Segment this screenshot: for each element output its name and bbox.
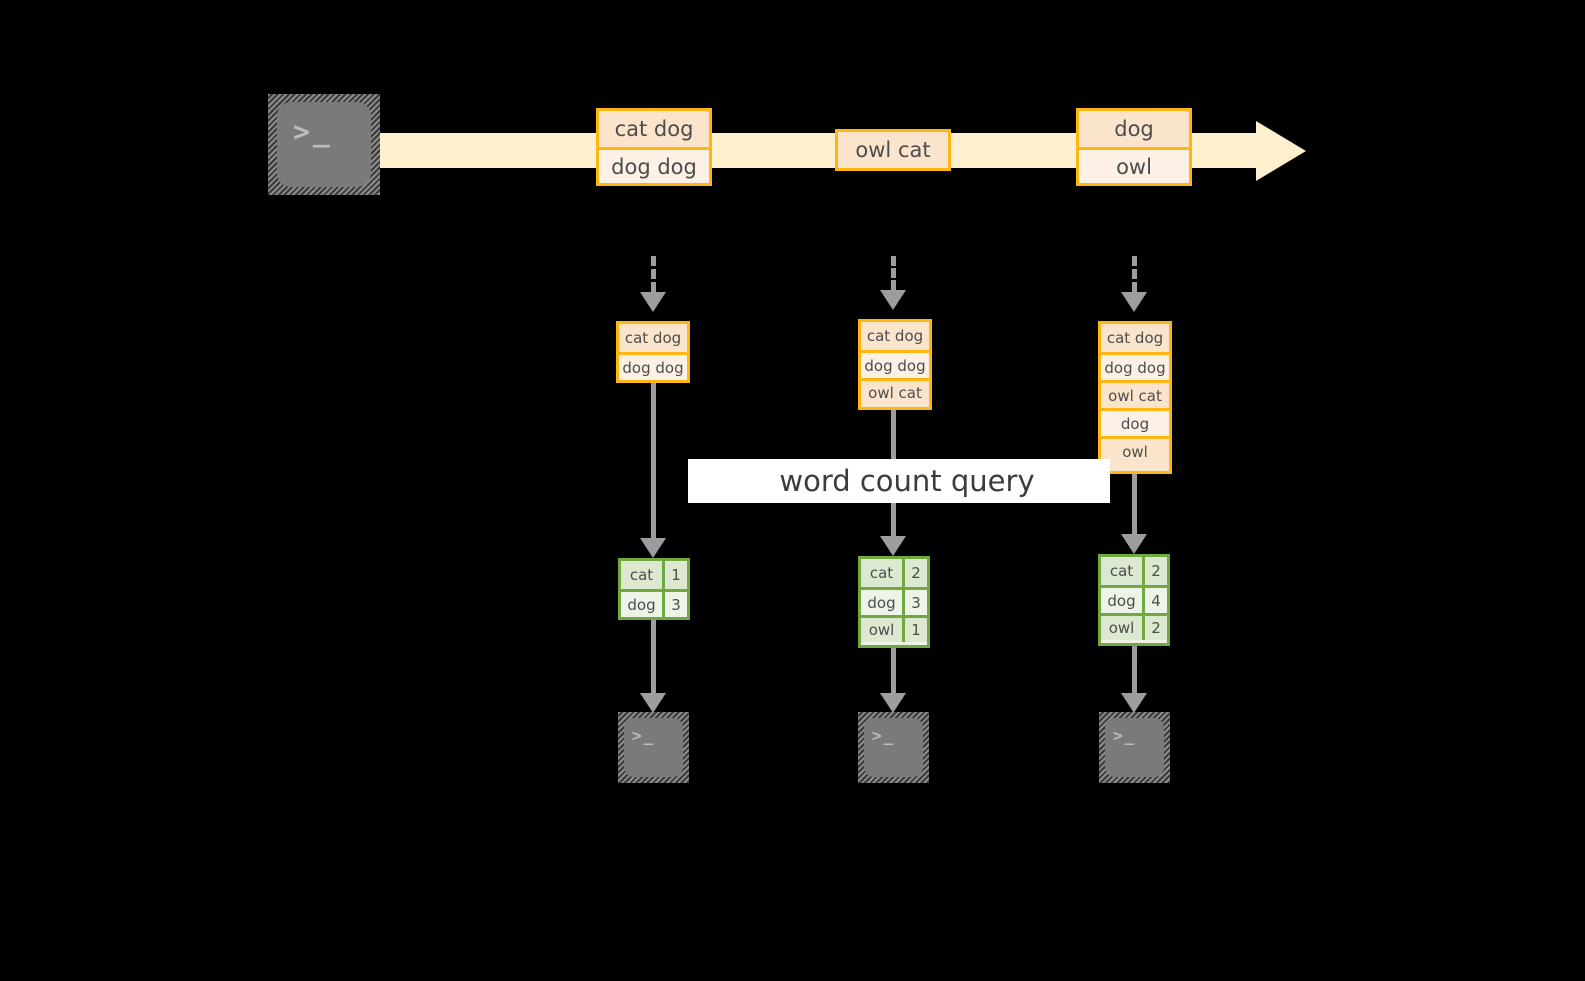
source-terminal[interactable]: >_ <box>268 94 380 195</box>
word-count-query-label: word count query <box>779 464 1035 498</box>
snapshot-line: cat dog <box>861 322 929 350</box>
query-arrowhead-2 <box>880 536 906 556</box>
result-count: 2 <box>905 559 927 587</box>
snapshot-line: dog dog <box>861 350 929 378</box>
snapshot-dashed-connector-2 <box>891 256 896 290</box>
stream-arrowhead <box>1256 121 1306 181</box>
snapshot-line: dog dog <box>619 352 687 380</box>
terminal-prompt-icon: >_ <box>293 115 333 148</box>
result-count: 1 <box>665 561 687 589</box>
snapshot-line: dog <box>1101 408 1169 436</box>
result-row: cat 2 <box>1101 557 1167 585</box>
snapshot-dashed-connector-1 <box>651 256 656 292</box>
result-count: 2 <box>1145 616 1167 640</box>
stream-record-1[interactable]: cat dog dog dog <box>596 108 712 186</box>
snapshot-line: cat dog <box>1101 324 1169 352</box>
stream-record-2[interactable]: owl cat <box>835 129 951 171</box>
snapshot-line: cat dog <box>619 324 687 352</box>
terminal-prompt-icon: >_ <box>1113 726 1137 745</box>
query-arrowhead-1 <box>640 538 666 558</box>
result-word: owl <box>861 618 905 642</box>
sink-terminal-3[interactable]: >_ <box>1099 712 1170 783</box>
stream-record-line: cat dog <box>599 111 709 147</box>
result-row: dog 4 <box>1101 585 1167 613</box>
result-word: dog <box>621 592 665 617</box>
snapshot-box-1[interactable]: cat dog dog dog <box>616 321 690 383</box>
word-count-query-banner: word count query <box>688 459 1110 503</box>
result-word: cat <box>621 561 665 589</box>
snapshot-line: owl cat <box>861 378 929 404</box>
terminal-face <box>1105 718 1164 777</box>
result-row: dog 3 <box>861 587 927 615</box>
stream-record-line: dog dog <box>599 147 709 183</box>
terminal-prompt-icon: >_ <box>872 726 896 745</box>
result-count: 2 <box>1145 557 1167 585</box>
sink-arrowhead-2 <box>880 693 906 713</box>
terminal-prompt-icon: >_ <box>632 726 656 745</box>
terminal-face <box>624 718 683 777</box>
result-count: 3 <box>665 592 687 617</box>
sink-arrowhead-3 <box>1121 693 1147 713</box>
result-word: owl <box>1101 616 1145 640</box>
sink-connector-1 <box>651 620 656 693</box>
snapshot-box-3[interactable]: cat dog dog dog owl cat dog owl <box>1098 321 1172 474</box>
sink-terminal-1[interactable]: >_ <box>618 712 689 783</box>
snapshot-line: owl <box>1101 436 1169 464</box>
snapshot-arrowhead-3 <box>1121 292 1147 312</box>
result-row: cat 2 <box>861 559 927 587</box>
stream-record-3[interactable]: dog owl <box>1076 108 1192 186</box>
query-connector-1 <box>651 383 656 538</box>
query-connector-3 <box>1132 474 1137 534</box>
snapshot-dashed-connector-3 <box>1132 256 1137 292</box>
result-row: owl 1 <box>861 615 927 642</box>
snapshot-line: owl cat <box>1101 380 1169 408</box>
result-row: cat 1 <box>621 561 687 589</box>
result-table-2[interactable]: cat 2 dog 3 owl 1 <box>858 556 930 648</box>
terminal-face <box>864 718 923 777</box>
result-word: dog <box>1101 588 1145 613</box>
terminal-face <box>277 102 371 187</box>
result-word: cat <box>861 559 905 587</box>
stream-record-line: owl cat <box>838 132 948 168</box>
result-count: 3 <box>905 590 927 615</box>
snapshot-line: dog dog <box>1101 352 1169 380</box>
sink-terminal-2[interactable]: >_ <box>858 712 929 783</box>
sink-connector-2 <box>891 648 896 693</box>
stream-record-line: dog <box>1079 111 1189 147</box>
sink-connector-3 <box>1132 646 1137 693</box>
result-count: 4 <box>1145 588 1167 613</box>
result-row: owl 2 <box>1101 613 1167 640</box>
result-table-1[interactable]: cat 1 dog 3 <box>618 558 690 620</box>
snapshot-arrowhead-1 <box>640 292 666 312</box>
snapshot-box-2[interactable]: cat dog dog dog owl cat <box>858 319 932 410</box>
result-row: dog 3 <box>621 589 687 617</box>
stream-record-line: owl <box>1079 147 1189 183</box>
result-count: 1 <box>905 618 927 642</box>
result-word: dog <box>861 590 905 615</box>
query-arrowhead-3 <box>1121 534 1147 554</box>
sink-arrowhead-1 <box>640 693 666 713</box>
snapshot-arrowhead-2 <box>880 290 906 310</box>
result-word: cat <box>1101 557 1145 585</box>
result-table-3[interactable]: cat 2 dog 4 owl 2 <box>1098 554 1170 646</box>
